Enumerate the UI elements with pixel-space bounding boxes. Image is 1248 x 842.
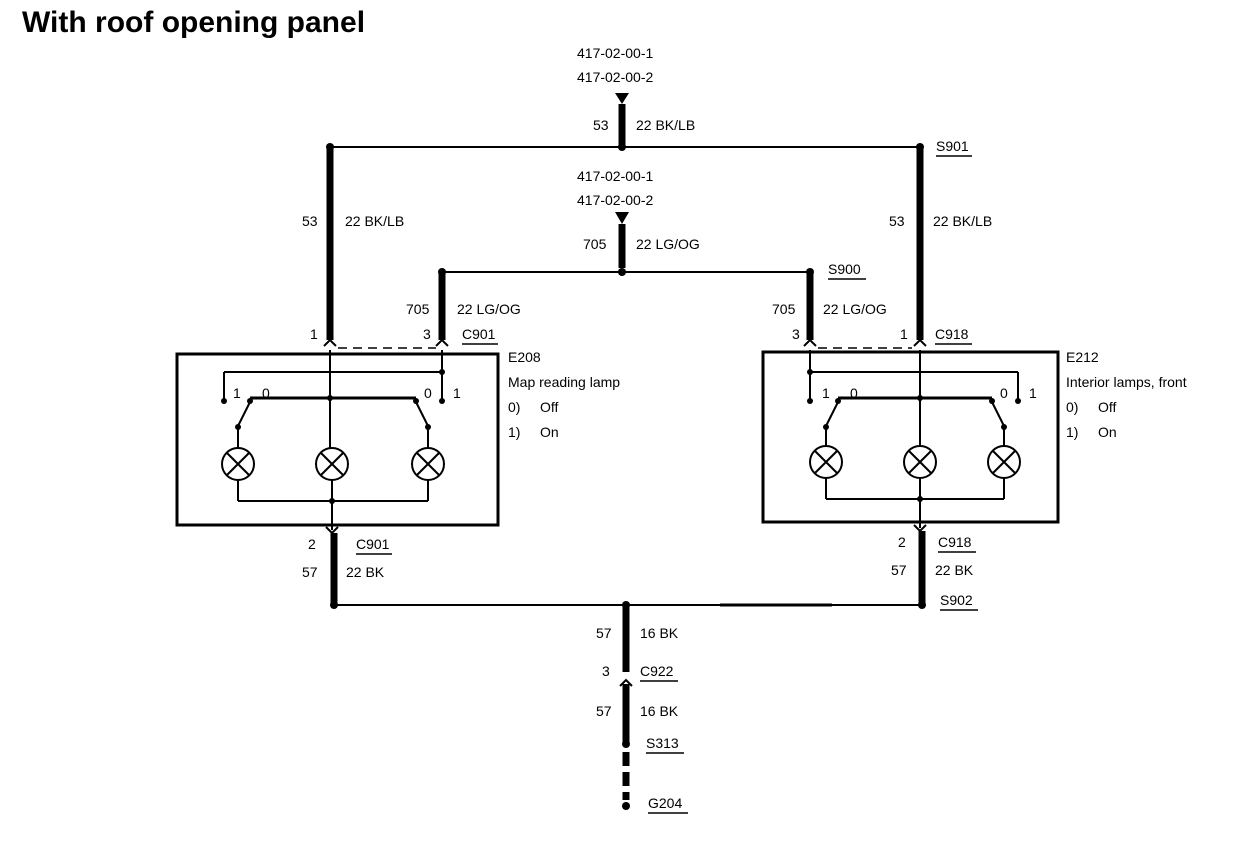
middle-feed-wire-label: 22 LG/OG — [636, 236, 700, 252]
junction-dot — [327, 395, 333, 401]
right-pin-feed: 1 — [900, 326, 908, 342]
left-pin-ground: 2 — [308, 536, 316, 552]
junction-dot — [622, 740, 630, 748]
ground-point-icon — [622, 802, 630, 810]
ground-label: G204 — [648, 795, 682, 811]
right-sw-left-0: 0 — [850, 385, 858, 401]
left-pin-feed: 1 — [310, 326, 318, 342]
left-ground-wire-label: 22 BK — [346, 564, 385, 580]
right-module-id: E212 — [1066, 349, 1099, 365]
junction-dot — [918, 601, 926, 609]
middle-feed-arrow-icon — [615, 212, 629, 224]
right-switch-blade — [825, 401, 839, 427]
right-sw-right-1: 1 — [1029, 385, 1037, 401]
junction-dot — [329, 498, 335, 504]
junction-dot — [917, 395, 923, 401]
connector-chevron-icon — [323, 338, 337, 347]
diagram-title: With roof opening panel — [22, 6, 365, 39]
junction-dot — [917, 496, 923, 502]
connector-chevron-icon — [619, 678, 633, 687]
right-ground-circuit: 57 — [891, 562, 907, 578]
left-pin-switch: 3 — [423, 326, 431, 342]
top-feed-wire-label: 22 BK/LB — [636, 117, 695, 133]
right-switch-wire-label: 22 LG/OG — [823, 301, 887, 317]
left-module-id: E208 — [508, 349, 541, 365]
right-ground-wire-label: 22 BK — [935, 562, 974, 578]
right-state-1: 1) — [1066, 424, 1078, 440]
junction-dot — [330, 601, 338, 609]
junction-dot — [618, 143, 626, 151]
left-module-box — [175, 352, 500, 527]
left-switch-circuit: 705 — [406, 301, 430, 317]
left-state-0: 0) — [508, 399, 520, 415]
right-feed-circuit: 53 — [889, 213, 905, 229]
left-lamp-2-icon — [315, 447, 349, 481]
right-sw-left-1: 1 — [822, 385, 830, 401]
left-switch-blade — [237, 401, 251, 427]
left-ground-circuit: 57 — [302, 564, 318, 580]
right-state-0-label: Off — [1098, 399, 1117, 415]
right-pin-switch: 3 — [792, 326, 800, 342]
right-module-name: Interior lamps, front — [1066, 374, 1187, 390]
right-sw-right-0: 0 — [1000, 385, 1008, 401]
junction-dot — [618, 268, 626, 276]
right-connector-bottom: C918 — [938, 534, 972, 550]
middle-feed-ref-1: 417-02-00-1 — [577, 168, 653, 184]
splice-s902: S902 — [940, 592, 973, 608]
left-state-1-label: On — [540, 424, 559, 440]
left-feed-wire-label: 22 BK/LB — [345, 213, 404, 229]
splice-s900: S900 — [828, 261, 861, 277]
connector-chevron-icon — [913, 338, 927, 347]
top-feed-ref-2: 417-02-00-2 — [577, 69, 653, 85]
left-module-name: Map reading lamp — [508, 374, 620, 390]
trunk-circuit-upper: 57 — [596, 625, 612, 641]
connector-chevron-icon — [803, 338, 817, 347]
contact-dot — [221, 398, 227, 404]
right-feed-wire-label: 22 BK/LB — [933, 213, 992, 229]
left-sw-left-0: 0 — [262, 385, 270, 401]
trunk-wire-lower: 16 BK — [640, 703, 679, 719]
left-switch-wire-label: 22 LG/OG — [457, 301, 521, 317]
left-connector-bottom: C901 — [356, 536, 390, 552]
right-switch-blade — [991, 401, 1005, 427]
contact-dot — [439, 398, 445, 404]
left-connector-top: C901 — [462, 326, 496, 342]
right-lamp-2-icon — [903, 445, 937, 479]
left-state-0-label: Off — [540, 399, 559, 415]
trunk-wire-upper: 16 BK — [640, 625, 679, 641]
right-module-box — [761, 350, 1060, 524]
left-lamp-3-icon — [411, 447, 445, 481]
left-sw-right-0: 0 — [424, 385, 432, 401]
trunk-connector: C922 — [640, 663, 674, 679]
left-sw-left-1: 1 — [233, 385, 241, 401]
top-feed-ref-1: 417-02-00-1 — [577, 45, 653, 61]
right-pin-ground: 2 — [898, 534, 906, 550]
left-feed-circuit: 53 — [302, 213, 318, 229]
left-state-1: 1) — [508, 424, 520, 440]
contact-dot — [807, 398, 813, 404]
left-lamp-1-icon — [221, 447, 255, 481]
right-state-1-label: On — [1098, 424, 1117, 440]
left-sw-right-1: 1 — [453, 385, 461, 401]
trunk-circuit-lower: 57 — [596, 703, 612, 719]
middle-feed-circuit: 705 — [583, 236, 607, 252]
right-connector-top: C918 — [935, 326, 969, 342]
middle-feed-ref-2: 417-02-00-2 — [577, 192, 653, 208]
splice-s313: S313 — [646, 735, 679, 751]
right-lamp-1-icon — [809, 445, 843, 479]
right-switch-circuit: 705 — [772, 301, 796, 317]
connector-chevron-icon — [435, 338, 449, 347]
left-switch-blade — [415, 401, 429, 427]
trunk-pin: 3 — [602, 663, 610, 679]
right-state-0: 0) — [1066, 399, 1078, 415]
top-feed-circuit: 53 — [593, 117, 609, 133]
splice-s901: S901 — [936, 138, 969, 154]
right-lamp-3-icon — [987, 445, 1021, 479]
top-feed-arrow-icon — [615, 93, 629, 104]
contact-dot — [1015, 398, 1021, 404]
